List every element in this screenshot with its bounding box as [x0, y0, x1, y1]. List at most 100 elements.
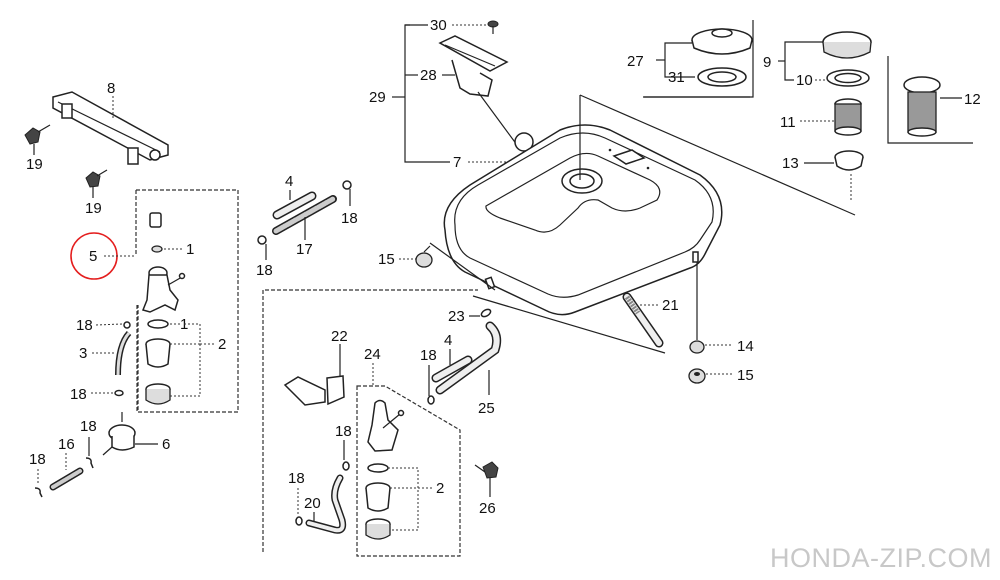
part-27-cap[interactable]	[691, 28, 753, 55]
part-18-clip-f[interactable]	[257, 235, 267, 245]
callout-23: 23	[448, 308, 465, 325]
callout-22: 22	[331, 328, 348, 345]
callout-18e: 18	[341, 210, 358, 227]
callout-2b: 2	[436, 480, 444, 497]
callout-1a: 1	[186, 241, 194, 258]
callout-21: 21	[662, 297, 679, 314]
part-7-fuel-tank[interactable]	[443, 124, 723, 316]
callout-4a: 4	[285, 173, 293, 190]
part-2-washer[interactable]	[367, 463, 389, 473]
part-18-clip-i[interactable]	[295, 516, 303, 526]
part-18-clip-g[interactable]	[427, 395, 435, 405]
callout-6: 6	[162, 436, 170, 453]
callout-30: 30	[430, 17, 447, 34]
group-box-lower	[262, 289, 478, 552]
callout-13: 13	[782, 155, 799, 172]
callout-18d: 18	[29, 451, 46, 468]
part-3-fuel-tube[interactable]	[115, 330, 132, 376]
callout-18i: 18	[288, 470, 305, 487]
callout-19a: 19	[26, 156, 43, 173]
part-13-strainer-holder[interactable]	[834, 150, 864, 171]
callout-12: 12	[964, 91, 981, 108]
part-6-fuel-filter[interactable]	[102, 412, 136, 456]
part-fuel-valve-knob[interactable]	[149, 212, 162, 228]
group-box-12	[887, 56, 973, 144]
part-1-washer-b[interactable]	[147, 319, 169, 329]
callout-27: 27	[627, 53, 644, 70]
callout-28: 28	[420, 67, 437, 84]
part-4-tube-b[interactable]	[431, 355, 473, 383]
callout-7: 7	[453, 154, 461, 171]
group-box-5	[136, 189, 239, 413]
part-22-bracket[interactable]	[283, 375, 345, 406]
callout-16: 16	[58, 436, 75, 453]
callout-24: 24	[364, 346, 381, 363]
part-25-fuel-tube[interactable]	[435, 321, 502, 395]
callout-15a: 15	[378, 251, 395, 268]
part-18-clip-b[interactable]	[114, 389, 124, 397]
part-18-clip-e[interactable]	[342, 180, 352, 190]
part-18-clip-a[interactable]	[123, 321, 131, 329]
part-12-strainer[interactable]	[903, 76, 941, 137]
part-26-bolt[interactable]	[474, 461, 499, 479]
part-30-screw[interactable]	[487, 20, 499, 34]
part-21-stud[interactable]	[622, 292, 664, 348]
part-11-strainer[interactable]	[834, 98, 862, 136]
part-8-bracket[interactable]	[52, 91, 169, 165]
group-box-27	[643, 20, 754, 98]
part-17-tube[interactable]	[272, 195, 337, 235]
part-2-cup[interactable]	[365, 482, 391, 512]
part-31-gasket[interactable]	[697, 67, 747, 87]
callout-5: 5	[89, 248, 97, 265]
callout-25: 25	[478, 400, 495, 417]
callout-18h: 18	[335, 423, 352, 440]
callout-18g: 18	[420, 347, 437, 364]
projection-line-d	[472, 295, 666, 354]
part-18-clip-d[interactable]	[34, 487, 43, 498]
projection-line-c	[429, 242, 496, 291]
part-19-bolt-a[interactable]	[24, 124, 51, 145]
callout-31: 31	[668, 69, 685, 86]
leader-2a	[170, 323, 215, 397]
callout-29: 29	[369, 89, 386, 106]
callout-19b: 19	[85, 200, 102, 217]
part-10-gasket[interactable]	[826, 69, 870, 87]
callout-15b: 15	[737, 367, 754, 384]
leader-18a	[95, 323, 123, 326]
watermark: HONDA-ZIP.COM	[769, 543, 992, 573]
part-16-fuel-tube[interactable]	[49, 467, 84, 491]
callout-20: 20	[304, 495, 321, 512]
part-sediment-cup[interactable]	[145, 338, 171, 368]
part-28-fuel-gauge[interactable]	[438, 35, 534, 152]
part-14-nut[interactable]	[689, 340, 705, 354]
callout-9: 9	[763, 54, 771, 71]
callout-3: 3	[79, 345, 87, 362]
projection-line-a	[579, 94, 856, 216]
callout-10: 10	[796, 72, 813, 89]
part-cup-nut[interactable]	[145, 383, 171, 405]
callout-8: 8	[107, 80, 115, 97]
part-tank-stud[interactable]	[692, 251, 699, 263]
part-24-fuel-valve[interactable]	[367, 399, 405, 452]
part-15-grommet-b[interactable]	[688, 368, 706, 384]
part-4-tube[interactable]	[272, 191, 317, 220]
part-23-clip[interactable]	[480, 308, 492, 318]
callout-2a: 2	[218, 336, 226, 353]
part-2-nut[interactable]	[365, 518, 391, 540]
callout-4b: 4	[444, 332, 452, 349]
callout-18a: 18	[76, 317, 93, 334]
part-9-cap[interactable]	[822, 31, 872, 59]
callout-11: 11	[780, 114, 796, 131]
callout-18b: 18	[70, 386, 87, 403]
part-1-washer-a[interactable]	[151, 245, 163, 253]
part-20-fuel-tube[interactable]	[305, 474, 347, 534]
part-18-clip-h[interactable]	[342, 461, 350, 471]
callout-26: 26	[479, 500, 496, 517]
part-15-grommet-a[interactable]	[415, 245, 433, 268]
part-18-clip-c[interactable]	[85, 457, 94, 469]
callout-18f: 18	[256, 262, 273, 279]
part-fuel-valve-body[interactable]	[141, 266, 186, 313]
group-box-24	[356, 385, 461, 557]
part-19-bolt-b[interactable]	[85, 169, 108, 188]
